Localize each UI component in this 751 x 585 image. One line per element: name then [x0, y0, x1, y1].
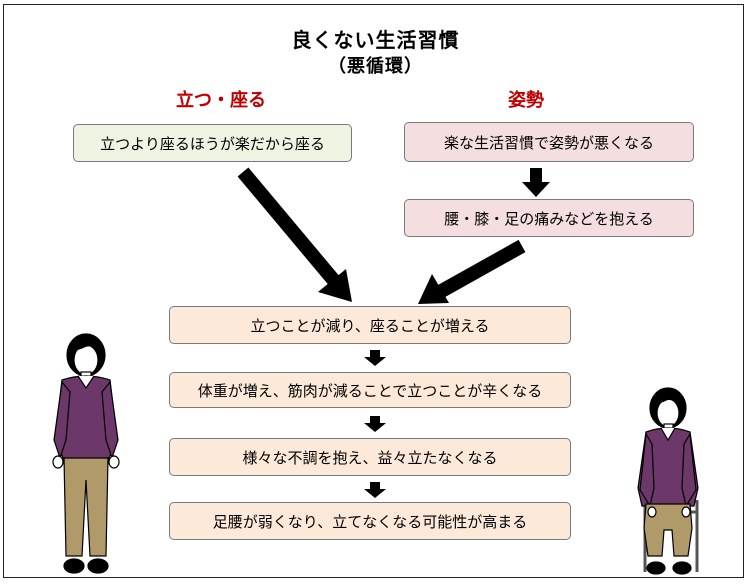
arrow-chain-3: [364, 482, 386, 498]
diagram-subtitle: （悪循環）: [328, 56, 423, 77]
left-heading: 立つ・座る: [176, 90, 266, 111]
chain-box-3: 様々な不調を抱え、益々立たなくなる: [169, 438, 571, 476]
arrow-chain-2: [364, 416, 386, 432]
arrow-chain-1: [364, 350, 386, 366]
chain-box-2: 体重が増え、筋肉が減ることで立つことが辛くなる: [169, 372, 571, 408]
arrow-left-diagonal: [237, 167, 352, 302]
standing-person-illustration: [52, 333, 120, 574]
left-cause-box: 立つより座るほうが楽だから座る: [73, 124, 352, 162]
arrow-right-diagonal: [418, 239, 526, 304]
arrow-right-down: [522, 168, 550, 197]
chain-box-4: 足腰が弱くなり、立てなくなる可能性が高まる: [169, 502, 571, 540]
right-heading: 姿勢: [508, 90, 544, 111]
right-cause-box-2: 腰・膝・足の痛みなどを抱える: [404, 199, 694, 237]
right-cause-box-1: 楽な生活習慣で姿勢が悪くなる: [404, 122, 694, 162]
chain-box-1: 立つことが減り、座ることが増える: [169, 306, 571, 344]
seated-person-illustration: [637, 387, 699, 575]
diagram-title: 良くない生活習慣: [291, 28, 460, 52]
